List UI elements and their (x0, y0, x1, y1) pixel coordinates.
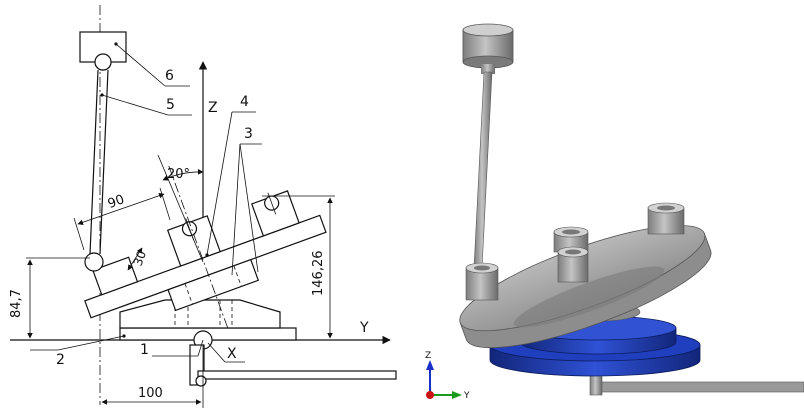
svg-text:90: 90 (106, 192, 127, 212)
dim-30: 30 (127, 247, 149, 271)
connecting-rod-a (89, 69, 99, 255)
base-housing (119, 299, 281, 329)
callout-1: 1 (140, 342, 149, 358)
crank-arm-3d (594, 381, 804, 393)
disc-socket-left (465, 262, 499, 301)
triad-y-label: Y (463, 391, 470, 401)
dim-100: 100 (101, 345, 204, 408)
model-3d: Z Y (425, 23, 804, 401)
triad-z-label: Z (425, 351, 431, 361)
callout-2: 2 (56, 352, 65, 368)
svg-text:30: 30 (131, 249, 149, 268)
y-axis-label: Y (359, 320, 369, 336)
dim-146: 146,26 (262, 195, 335, 339)
svg-text:20°: 20° (167, 167, 190, 182)
svg-text:84,7: 84,7 (9, 289, 24, 318)
callout-5: 5 (166, 97, 175, 113)
disc-socket-center (553, 226, 589, 283)
dim-angle: 20° (157, 154, 204, 263)
triad-origin-icon (426, 391, 434, 399)
callout-3: 3 (244, 126, 253, 142)
rod-3d (473, 71, 493, 269)
disc-socket-right (647, 202, 685, 235)
callout-6: 6 (165, 68, 174, 84)
tilted-hub (167, 258, 260, 312)
svg-text:146,26: 146,26 (311, 251, 326, 297)
dim-90: 90 (73, 187, 171, 251)
dim-84: 84,7 (9, 257, 90, 339)
connecting-rod-b (99, 69, 109, 255)
x-axis-label: X (227, 346, 237, 362)
callouts: 6 5 4 3 2 1 (30, 43, 262, 368)
svg-text:100: 100 (138, 386, 163, 401)
callout-4: 4 (240, 94, 249, 110)
left-ball-joint (84, 252, 104, 272)
technical-drawing: Z Y (9, 5, 397, 408)
crank-arm (197, 370, 397, 380)
axis-triad: Z Y (425, 351, 470, 401)
z-axis-label: Z (208, 100, 218, 116)
